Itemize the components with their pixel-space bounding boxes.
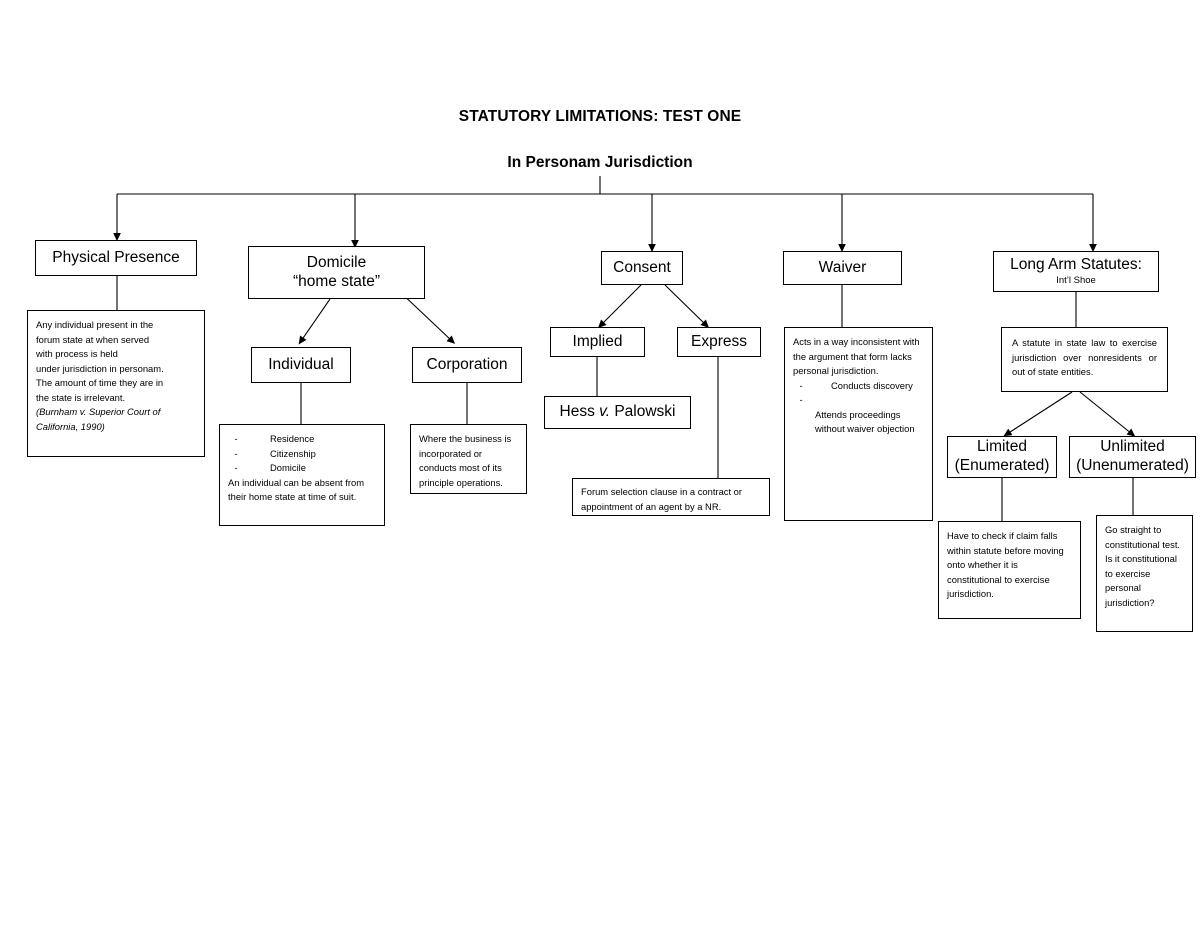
detail-physical-presence: Any individual present in the forum stat…: [27, 310, 205, 457]
corporation-note: Where the business is incorporated or co…: [419, 433, 512, 488]
list-item: - Domicile: [228, 461, 376, 476]
page-title: STATUTORY LIMITATIONS: TEST ONE: [458, 108, 742, 125]
detail-express: Forum selection clause in a contract or …: [572, 478, 770, 516]
node-implied[interactable]: Implied: [550, 327, 645, 357]
node-limited-label-line2: (Enumerated): [954, 457, 1050, 474]
detail-line: under jurisdiction in personam.: [36, 362, 164, 374]
list-item: - Conducts discovery: [793, 379, 924, 394]
node-corporation-label: Corporation: [426, 355, 508, 373]
list-item: - Citizenship: [228, 447, 376, 462]
detail-long-arm-statute: A statute in state law to exercise juris…: [1001, 327, 1168, 392]
unlimited-note: Go straight to constitutional test. Is i…: [1105, 524, 1181, 608]
detail-unlimited: Go straight to constitutional test. Is i…: [1096, 515, 1193, 632]
node-long-arm-sublabel: Int’l Shoe: [1056, 274, 1096, 286]
list-item: -Attends proceedings without waiver obje…: [793, 393, 924, 437]
node-waiver[interactable]: Waiver: [783, 251, 902, 285]
node-domicile[interactable]: Domicile “home state”: [248, 246, 425, 299]
node-implied-label: Implied: [572, 332, 623, 350]
bullet-text: Attends proceedings without waiver objec…: [815, 408, 915, 435]
node-express-label: Express: [691, 332, 747, 350]
case-name-prefix: Hess: [559, 403, 600, 421]
case-citation: (Burnham v. Superior Court of California…: [36, 406, 161, 433]
node-domicile-label-line2: “home state”: [292, 272, 380, 290]
node-hess-case[interactable]: Hess v. Palowski: [544, 396, 691, 429]
dash-bullet: -: [799, 394, 803, 406]
express-note: Forum selection clause in a contract or …: [581, 486, 743, 512]
waiver-note: Acts in a way inconsistent with the argu…: [793, 336, 920, 377]
node-physical-presence-label: Physical Presence: [52, 248, 180, 266]
detail-line: the state is irrelevant.: [36, 391, 126, 403]
node-waiver-label: Waiver: [818, 258, 867, 276]
long-arm-note: A statute in state law to exercise juris…: [1012, 337, 1157, 378]
bullet-text: Residence: [270, 433, 315, 444]
dash-bullet: -: [234, 447, 238, 459]
node-individual[interactable]: Individual: [251, 347, 351, 383]
dash-bullet: -: [234, 433, 238, 444]
case-name-v: v.: [599, 403, 611, 421]
detail-corporation: Where the business is incorporated or co…: [410, 424, 527, 494]
node-limited[interactable]: Limited (Enumerated): [947, 436, 1057, 478]
node-unlimited-label-line2: (Unenumerated): [1076, 457, 1189, 474]
list-item: - Residence: [228, 432, 376, 447]
node-long-arm-label: Long Arm Statutes:: [1010, 255, 1142, 273]
individual-bullet-list: - Residence - Citizenship - Domicile: [228, 432, 376, 476]
individual-note: An individual can be absent from their h…: [228, 476, 365, 503]
node-limited-label-line1: Limited: [977, 438, 1027, 456]
case-name-suffix: Palowski: [610, 403, 676, 421]
detail-line: forum state at when served: [36, 333, 150, 345]
dash-bullet: -: [234, 462, 238, 474]
node-unlimited[interactable]: Unlimited (Unenumerated): [1069, 436, 1196, 478]
node-consent[interactable]: Consent: [601, 251, 683, 285]
dash-bullet: -: [799, 379, 803, 391]
node-consent-label: Consent: [613, 258, 671, 276]
limited-note: Have to check if claim falls within stat…: [947, 530, 1064, 600]
bullet-text: Citizenship: [270, 447, 316, 459]
waiver-bullet-list: -Conducts discovery -Attends proceedings…: [793, 379, 924, 437]
node-physical-presence[interactable]: Physical Presence: [35, 240, 197, 276]
node-unlimited-label-line1: Unlimited: [1100, 438, 1165, 456]
node-domicile-label-line1: Domicile: [306, 253, 367, 271]
detail-line: Any individual present in the: [36, 319, 154, 330]
detail-limited: Have to check if claim falls within stat…: [938, 521, 1081, 619]
detail-waiver: Acts in a way inconsistent with the argu…: [784, 327, 933, 521]
node-individual-label: Individual: [268, 355, 334, 373]
detail-line: with process is held: [36, 348, 118, 360]
case-name: Hess v. Palowski: [560, 403, 676, 422]
node-long-arm-statutes[interactable]: Long Arm Statutes: Int’l Shoe: [993, 251, 1159, 292]
detail-individual: - Residence - Citizenship - Domicile An ind…: [219, 424, 385, 526]
bullet-text: Conducts discovery: [831, 379, 913, 391]
bullet-text: Domicile: [270, 462, 306, 474]
node-express[interactable]: Express: [677, 327, 761, 357]
detail-line: The amount of time they are in: [36, 377, 164, 389]
node-corporation[interactable]: Corporation: [412, 347, 522, 383]
root-node-label: In Personam Jurisdiction: [507, 154, 693, 171]
